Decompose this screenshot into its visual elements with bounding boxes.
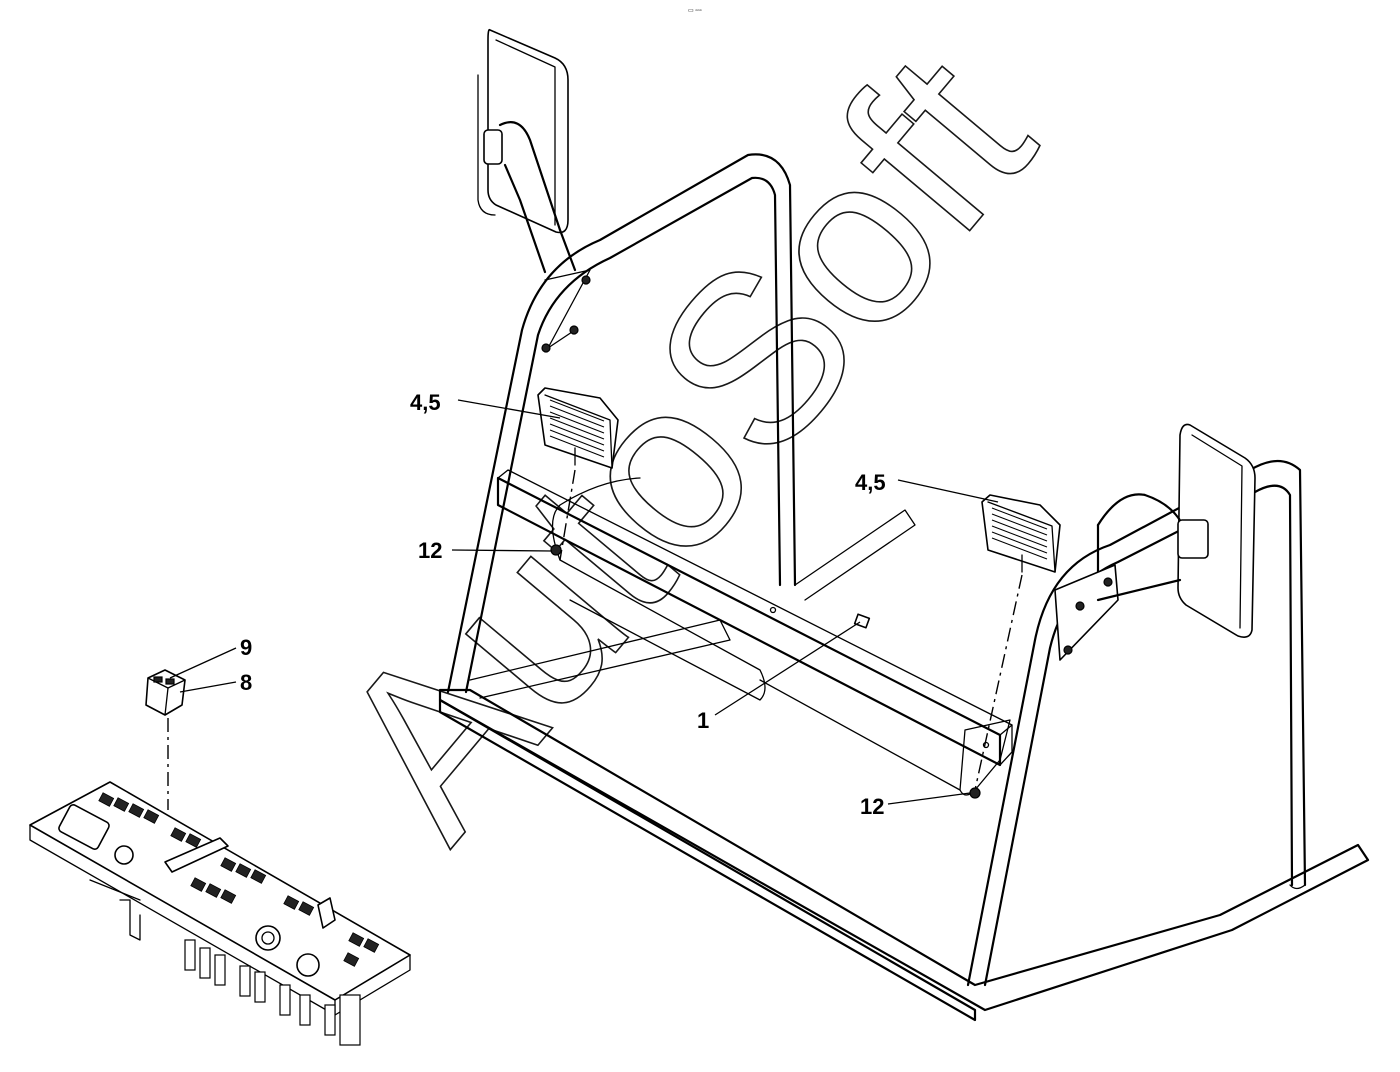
leader-line: [897, 479, 999, 503]
drawing-code: ▭ ▫▫▫: [688, 8, 702, 14]
left-mirror: [477, 28, 591, 353]
leader-line: [179, 681, 237, 693]
callout-1: 1: [697, 708, 709, 733]
rocker-switch: [145, 669, 186, 810]
leader-line: [457, 399, 561, 419]
watermark: AutoSoft: [283, 4, 1082, 883]
work-lamp-left: [537, 387, 619, 561]
leader-line: [451, 549, 553, 552]
leader-line: [714, 621, 861, 716]
right-mirror: [1054, 423, 1256, 661]
control-panel: [29, 781, 411, 1046]
callouts: 4,5 4,5 12 12 1 9 8: [169, 390, 999, 819]
callout-12-right: 12: [860, 794, 884, 819]
leader-line: [169, 647, 237, 679]
callout-4-5-left: 4,5: [410, 390, 441, 415]
cab-frame: [438, 153, 1370, 1022]
callout-12-left: 12: [418, 538, 442, 563]
callout-9: 9: [240, 635, 252, 660]
callout-4-5-right: 4,5: [855, 470, 886, 495]
work-lamp-right: [969, 494, 1061, 799]
leader-line: [887, 792, 971, 805]
watermark-text: AutoSoft: [284, 5, 1081, 883]
callout-8: 8: [240, 670, 252, 695]
